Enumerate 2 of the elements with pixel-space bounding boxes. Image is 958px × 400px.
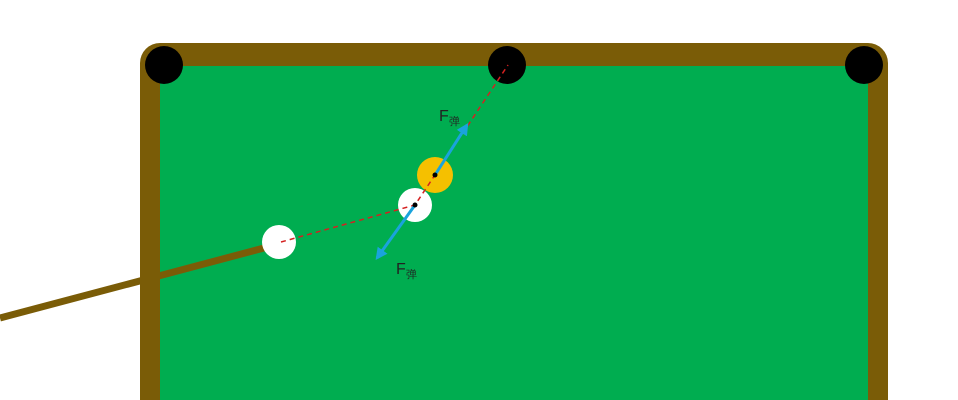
force-label: F$_{弹}$ [396, 262, 417, 282]
force-label: F$_{弹}$ [439, 109, 460, 128]
